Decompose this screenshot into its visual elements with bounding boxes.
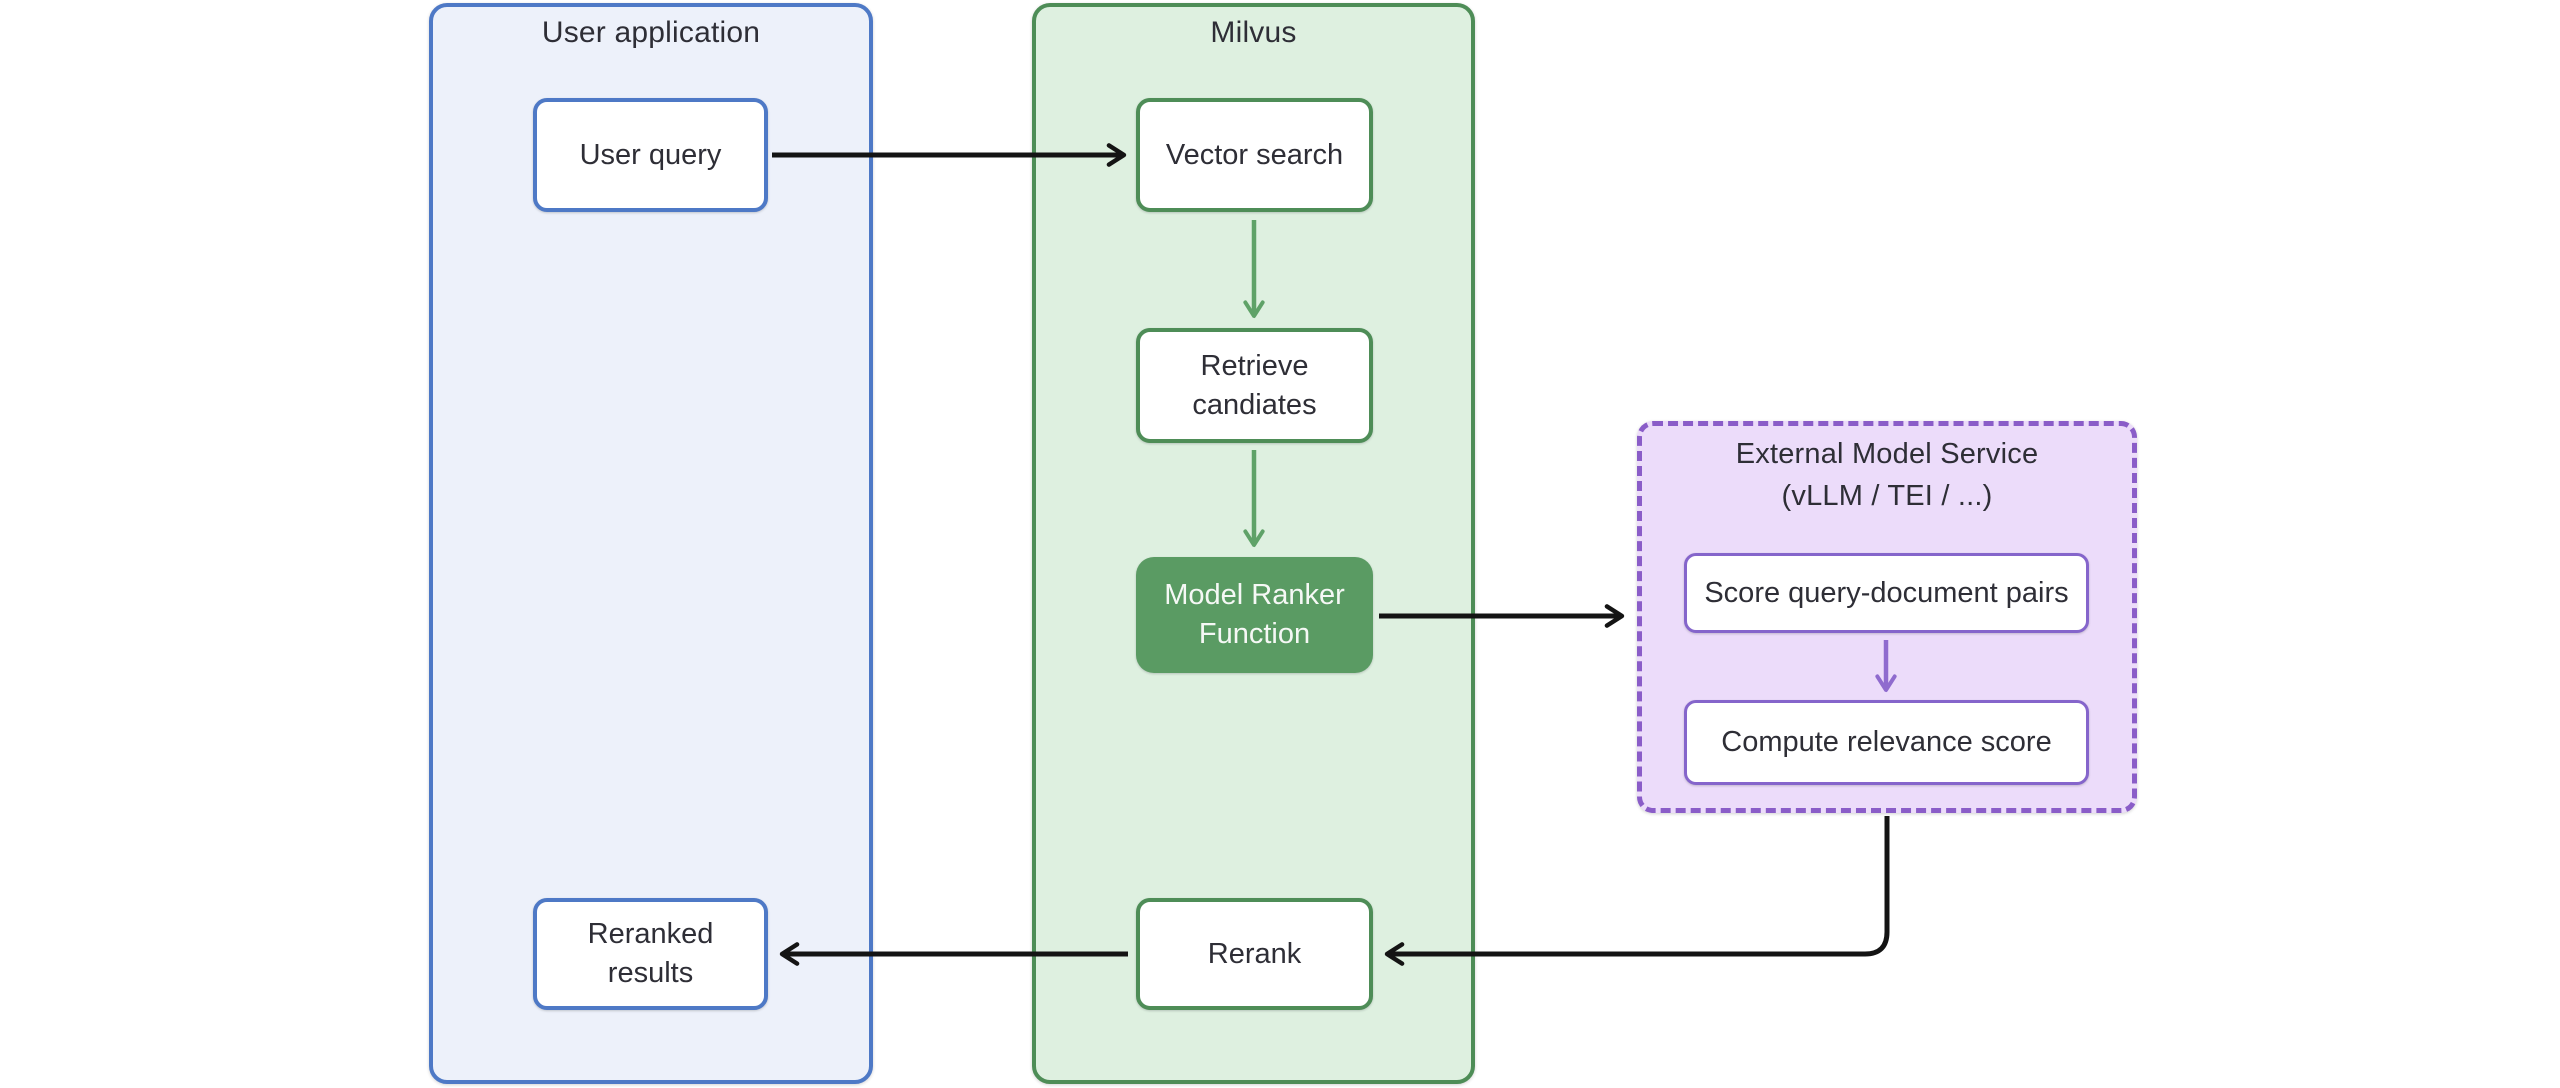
milvus-title: Milvus [1210, 16, 1297, 49]
retrieve-candidates-node: Retrieve candiates [1136, 328, 1373, 443]
score-query-document-pairs-node: Score query-document pairs [1684, 553, 2089, 633]
model-ranker-function-label: Model Ranker Function [1164, 579, 1345, 650]
rerank-label: Rerank [1207, 937, 1302, 970]
vector-search-label: Vector search [1165, 138, 1344, 171]
reranked-results-label: Reranked results [587, 918, 714, 989]
compute-relevance-score-label: Compute relevance score [1721, 726, 2052, 758]
vector-search-node: Vector search [1136, 98, 1373, 212]
compute-relevance-score-node: Compute relevance score [1684, 700, 2089, 785]
score-query-document-pairs-label: Score query-document pairs [1704, 576, 2069, 609]
user-query-node: User query [533, 98, 768, 212]
user-query-label: User query [579, 138, 722, 171]
external-model-service-title: External Model Service [1735, 438, 2039, 470]
rerank-node: Rerank [1136, 898, 1373, 1010]
external-model-service-subtitle: (vLLM / TEI / ...) [1781, 480, 1993, 512]
retrieve-candidates-label: Retrieve candiates [1192, 349, 1317, 421]
reranked-results-node: Reranked results [533, 898, 768, 1010]
user-application-title: User application [541, 16, 761, 49]
model-ranker-function-node: Model Ranker Function [1136, 557, 1373, 673]
